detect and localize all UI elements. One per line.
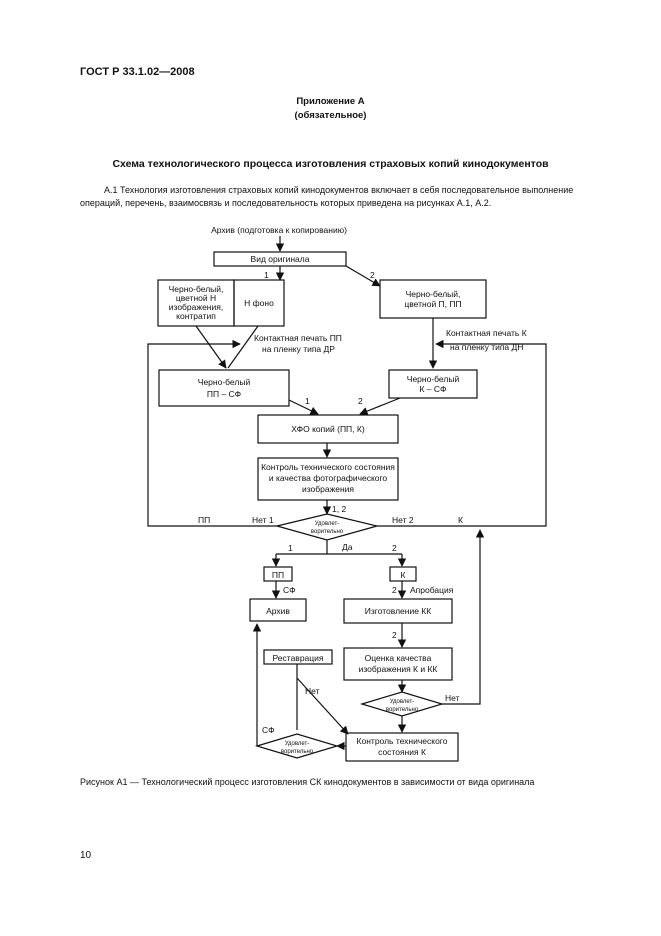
svg-text:Удовлет-: Удовлет- — [285, 741, 310, 747]
svg-text:Удовлет-: Удовлет- — [315, 521, 340, 527]
svg-text:К: К — [458, 515, 463, 525]
svg-text:К: К — [401, 570, 406, 580]
appendix-type: (обязательное) — [294, 110, 367, 121]
svg-text:ворительно: ворительно — [281, 749, 314, 755]
svg-text:изображения,: изображения, — [169, 302, 223, 312]
svg-text:1: 1 — [305, 396, 310, 406]
bw-pp-sf-box — [158, 369, 290, 407]
svg-text:Контактная печать ПП: Контактная печать ПП — [254, 333, 342, 343]
svg-text:Контроль технического: Контроль технического — [357, 736, 448, 746]
document-code: ГОСТ Р 33.1.02—2008 — [80, 66, 195, 78]
original-type-label: Вид оригинала — [251, 254, 310, 264]
svg-text:Реставрация: Реставрация — [273, 653, 324, 663]
svg-text:ПП: ПП — [272, 570, 284, 580]
svg-text:Нет 1: Нет 1 — [252, 515, 274, 525]
svg-text:ХФО копий (ПП, К): ХФО копий (ПП, К) — [291, 424, 365, 434]
svg-text:ПП – СФ: ПП – СФ — [207, 389, 241, 399]
bw-k-sf-box — [388, 369, 478, 399]
svg-text:1: 1 — [288, 543, 293, 553]
svg-text:на пленку типа ДР: на пленку типа ДР — [262, 344, 335, 354]
svg-text:2: 2 — [358, 396, 363, 406]
svg-text:СФ: СФ — [262, 725, 275, 735]
svg-text:Изготовление КК: Изготовление КК — [365, 606, 431, 616]
svg-text:2: 2 — [392, 630, 397, 640]
svg-text:Контроль технического состояни: Контроль технического состояния — [261, 462, 395, 472]
svg-text:на пленку типа ДН: на пленку типа ДН — [450, 342, 523, 352]
svg-text:Нет: Нет — [445, 693, 460, 703]
svg-text:ворительно: ворительно — [311, 529, 344, 535]
intro-paragraph: А.1 Технология изготовления страховых ко… — [80, 185, 574, 208]
svg-text:2: 2 — [392, 585, 397, 595]
svg-text:Черно-белый: Черно-белый — [407, 374, 460, 384]
svg-text:ПП: ПП — [198, 515, 210, 525]
svg-text:Нет 2: Нет 2 — [392, 515, 414, 525]
svg-text:2: 2 — [392, 543, 397, 553]
archive-prep-label: Архив (подготовка к копированию) — [211, 225, 347, 235]
svg-text:контратип: контратип — [176, 311, 216, 321]
svg-text:цветной П, ПП: цветной П, ПП — [404, 299, 461, 309]
svg-text:Черно-белый: Черно-белый — [198, 377, 251, 387]
svg-text:цветной Н: цветной Н — [176, 293, 216, 303]
pp-box — [263, 566, 293, 582]
svg-text:Контактная печать К: Контактная печать К — [446, 328, 527, 338]
decision-satisfactory-1 — [274, 513, 380, 541]
restoration-box — [263, 649, 333, 665]
svg-text:Удовлет-: Удовлет- — [390, 699, 415, 705]
svg-text:и качества фотографического: и качества фотографического — [269, 473, 388, 483]
svg-text:изображения К и КК: изображения К и КК — [359, 664, 438, 674]
svg-text:Да: Да — [342, 542, 353, 552]
svg-text:1: 1 — [264, 270, 269, 280]
svg-text:Черно-белый,: Черно-белый, — [406, 289, 461, 299]
svg-text:Н фоно: Н фоно — [244, 298, 274, 308]
archive-box — [249, 598, 307, 622]
svg-text:К – СФ: К – СФ — [419, 384, 446, 394]
k-box — [389, 566, 417, 582]
page-number: 10 — [80, 850, 92, 861]
svg-text:состояния К: состояния К — [378, 747, 426, 757]
svg-text:Оценка качества: Оценка качества — [365, 653, 432, 663]
svg-text:ворительно: ворительно — [386, 707, 419, 713]
n-phono-box — [233, 279, 285, 327]
svg-text:1, 2: 1, 2 — [332, 504, 346, 514]
svg-text:Апробация: Апробация — [410, 585, 454, 595]
section-title: Схема технологического процесса изготовл… — [112, 158, 549, 170]
svg-text:изображения: изображения — [302, 484, 354, 494]
figure-caption: Рисунок А1 — Технологический процесс изг… — [80, 777, 535, 787]
svg-text:Архив: Архив — [266, 606, 290, 616]
svg-text:2: 2 — [370, 270, 375, 280]
svg-text:СФ: СФ — [283, 585, 296, 595]
appendix-title: Приложение А — [296, 96, 365, 107]
svg-text:Черно-белый,: Черно-белый, — [169, 284, 224, 294]
svg-text:Нет: Нет — [305, 686, 320, 696]
